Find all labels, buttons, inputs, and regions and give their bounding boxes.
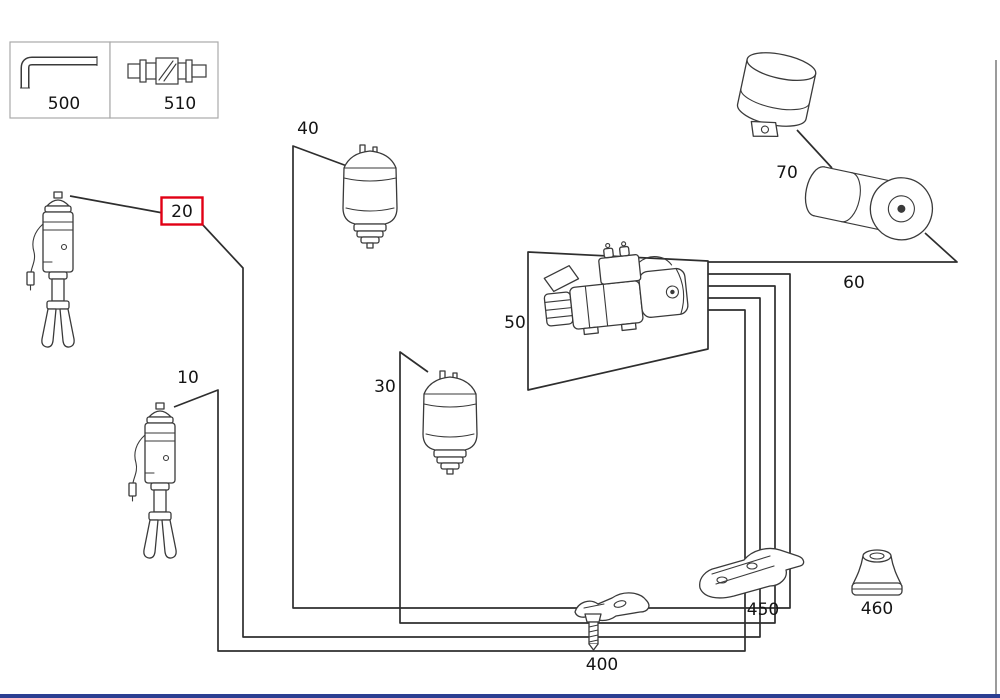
part-50-compressor-valve-unit[interactable] (539, 236, 689, 338)
part-30-air-spring[interactable] (422, 370, 478, 475)
legend-box-500[interactable] (9, 41, 111, 119)
hose-coupling-icon (127, 57, 207, 85)
callout-60[interactable]: 60 (843, 273, 865, 293)
leader-line-20b (201, 223, 761, 638)
legend-box-510[interactable] (109, 41, 219, 119)
part-10-air-strut[interactable] (128, 402, 177, 559)
bottom-border-bar (0, 694, 1000, 698)
leader-line-10 (173, 309, 746, 652)
leader-line-40 (292, 145, 791, 609)
leader-line-30 (399, 285, 776, 624)
callout-30[interactable]: 30 (374, 377, 396, 397)
part-20-air-strut[interactable] (26, 191, 75, 348)
callout-450[interactable]: 450 (747, 600, 779, 620)
leader-line-60 (708, 232, 958, 263)
part-450-mounting-bracket[interactable] (699, 547, 805, 599)
callout-400[interactable]: 400 (586, 655, 618, 675)
part-60-pressure-reservoir[interactable] (800, 158, 938, 245)
callout-50[interactable]: 50 (504, 313, 526, 333)
callout-510[interactable]: 510 (164, 94, 196, 114)
allen-key-icon (19, 55, 98, 89)
part-50-bracket (527, 251, 709, 391)
callout-460[interactable]: 460 (861, 599, 893, 619)
callout-20-group[interactable]: 20 (160, 196, 204, 226)
callout-500[interactable]: 500 (48, 94, 80, 114)
callout-10[interactable]: 10 (177, 368, 199, 388)
part-40-air-spring[interactable] (342, 144, 398, 249)
callout-20[interactable]: 20 (171, 202, 193, 222)
callout-40[interactable]: 40 (297, 119, 319, 139)
callout-70[interactable]: 70 (776, 163, 798, 183)
part-70-air-dryer-canister[interactable] (732, 48, 818, 147)
leader-line-20a (69, 195, 164, 214)
leader-line-70 (796, 129, 833, 169)
part-460-rubber-buffer[interactable] (851, 549, 903, 596)
leader-lines (69, 129, 958, 652)
part-400-clamp-with-screw[interactable] (574, 592, 650, 651)
highlight-box-20 (160, 196, 204, 226)
